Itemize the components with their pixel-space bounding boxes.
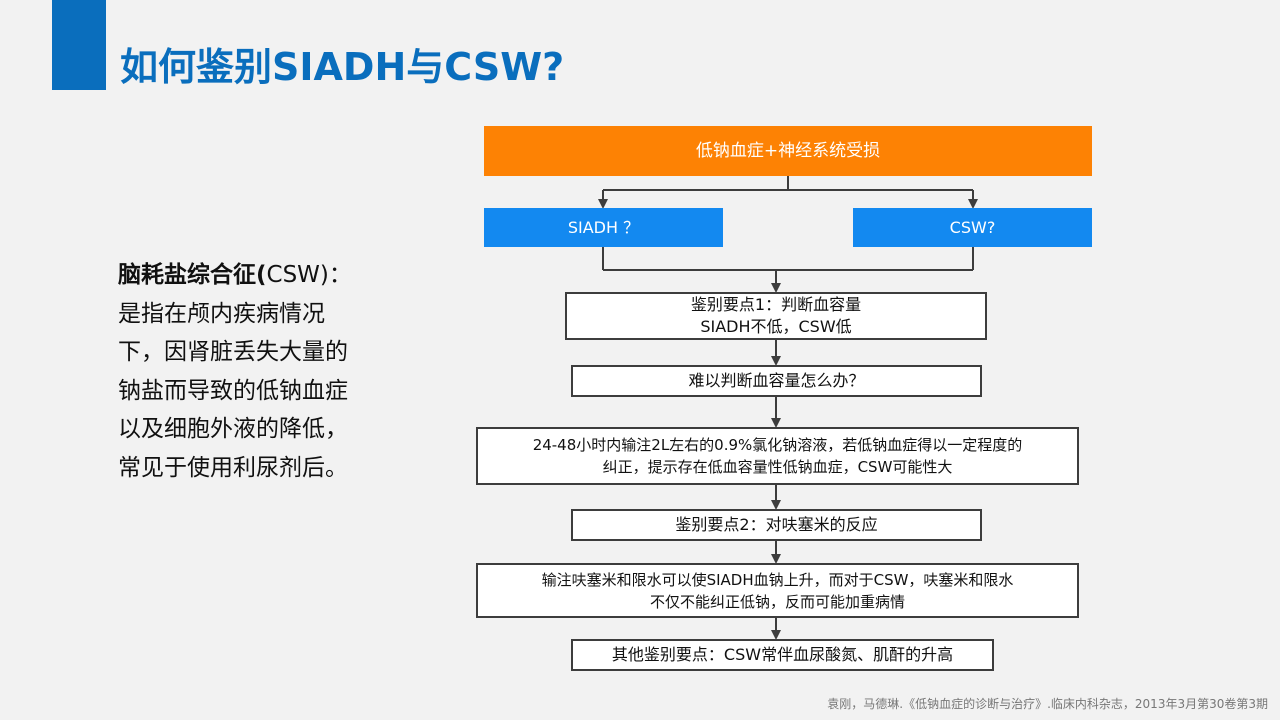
flow-box-top-label: 低钠血症+神经系统受损 [695, 141, 881, 161]
flow-box-step2: 难以判断血容量怎么办？ [571, 365, 982, 397]
csw-term: 脑耗盐综合征( [118, 262, 267, 288]
page-title: 如何鉴别SIADH与CSW? [120, 45, 565, 89]
csw-definition: 是指在颅内疾病情况下，因肾脏丢失大量的钠盐而导致的低钠血症以及细胞外液的降低，常… [118, 300, 348, 481]
step3-line1: 24-48小时内输注2L左右的0.9%氯化钠溶液，若低钠血症得以一定程度的 [532, 436, 1023, 454]
step2-text: 难以判断血容量怎么办？ [688, 371, 865, 390]
csw-abbr: CSW)： [266, 262, 352, 288]
step3-line2: 纠正，提示存在低血容量性低钠血症，CSW可能性大 [602, 458, 953, 476]
csw-description: 脑耗盐综合征(CSW)： 是指在颅内疾病情况下，因肾脏丢失大量的钠盐而导致的低钠血… [118, 256, 368, 487]
step1-line2: SIADH不低，CSW低 [700, 317, 852, 336]
flow-box-siadh-label: SIADH ？ [567, 217, 640, 237]
flow-box-step1: 鉴别要点1：判断血容量 SIADH不低，CSW低 [565, 292, 987, 340]
flow-box-step4: 鉴别要点2：对呋塞米的反应 [571, 509, 982, 541]
step5-line1: 输注呋塞米和限水可以使SIADH血钠上升，而对于CSW，呋塞米和限水 [541, 570, 1014, 589]
step4-text: 鉴别要点2：对呋塞米的反应 [675, 515, 878, 534]
step5-line2: 不仅不能纠正低钠，反而可能加重病情 [649, 592, 905, 611]
flow-box-siadh: SIADH ？ [484, 208, 723, 247]
step1-line1: 鉴别要点1：判断血容量 [690, 295, 862, 314]
flow-box-csw-label: CSW? [949, 217, 996, 237]
flow-box-step3: 24-48小时内输注2L左右的0.9%氯化钠溶液，若低钠血症得以一定程度的 纠正… [476, 427, 1079, 485]
step6-text: 其他鉴别要点：CSW常伴血尿酸氮、肌酐的升高 [611, 645, 954, 664]
flow-box-step5: 输注呋塞米和限水可以使SIADH血钠上升，而对于CSW，呋塞米和限水 不仅不能纠… [476, 563, 1079, 618]
header-accent-bar [52, 0, 106, 90]
flow-box-csw: CSW? [853, 208, 1092, 247]
flow-box-top: 低钠血症+神经系统受损 [484, 126, 1092, 176]
citation: 袁刚，马德琳.《低钠血症的诊断与治疗》.临床内科杂志，2013年3月第30卷第3… [827, 697, 1268, 711]
flow-box-step6: 其他鉴别要点：CSW常伴血尿酸氮、肌酐的升高 [571, 639, 994, 671]
